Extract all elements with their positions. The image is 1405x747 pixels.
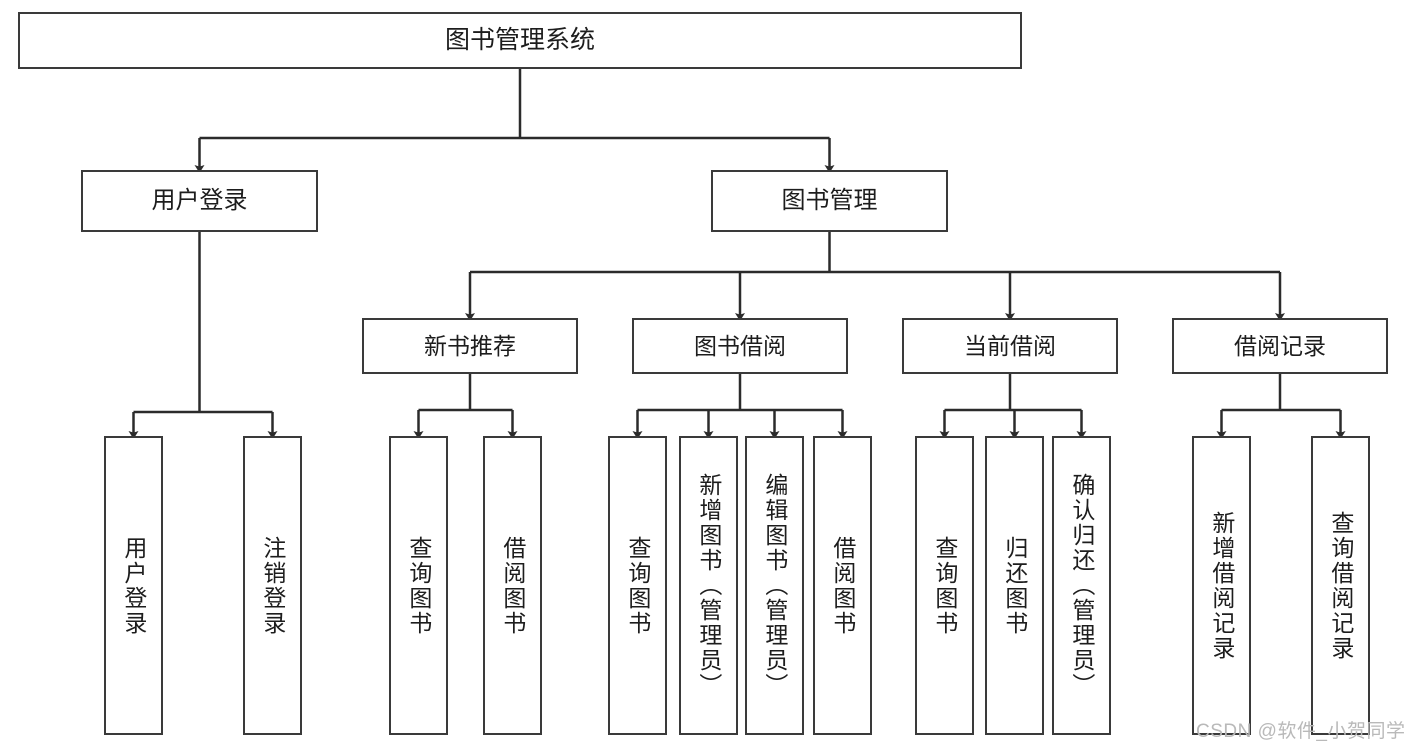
- node-borrow-record[interactable]: 借阅记录: [1172, 318, 1388, 374]
- node-new-book-rec[interactable]: 新书推荐: [362, 318, 578, 374]
- node-current-borrow[interactable]: 当前借阅: [902, 318, 1118, 374]
- leaf-user-logout[interactable]: 注销登录: [243, 436, 302, 735]
- node-current-borrow-label: 当前借阅: [964, 332, 1056, 359]
- node-root-label: 图书管理系统: [444, 25, 595, 54]
- leaf-user-login[interactable]: 用户登录: [104, 436, 163, 735]
- node-borrow-record-label: 借阅记录: [1234, 332, 1326, 359]
- leaf-add-record[interactable]: 新增借阅记录: [1192, 436, 1251, 735]
- leaf-query-book-rec[interactable]: 查询图书: [389, 436, 448, 735]
- leaf-add-record-label: 新增借阅记录: [1208, 510, 1235, 661]
- leaf-borrow-book-label: 借阅图书: [829, 535, 856, 636]
- csdn-watermark: CSDN @软件_小贺同学: [1196, 721, 1405, 742]
- leaf-return-book-label: 归还图书: [1001, 535, 1028, 636]
- leaf-query-book-cur[interactable]: 查询图书: [915, 436, 974, 735]
- node-new-book-rec-label: 新书推荐: [424, 332, 516, 359]
- node-book-borrow[interactable]: 图书借阅: [632, 318, 848, 374]
- leaf-user-logout-label: 注销登录: [259, 535, 286, 636]
- leaf-add-book[interactable]: 新增图书（管理员）: [679, 436, 738, 735]
- leaf-borrow-book[interactable]: 借阅图书: [813, 436, 872, 735]
- node-book-manage-label: 图书管理: [781, 187, 878, 214]
- leaf-add-book-label: 新增图书（管理员）: [695, 473, 722, 698]
- leaf-query-book-borrow[interactable]: 查询图书: [608, 436, 667, 735]
- node-book-borrow-label: 图书借阅: [694, 332, 786, 359]
- leaf-confirm-return[interactable]: 确认归还（管理员）: [1052, 436, 1111, 735]
- leaf-borrow-book-rec[interactable]: 借阅图书: [483, 436, 542, 735]
- leaf-query-book-rec-label: 查询图书: [405, 535, 432, 636]
- leaf-query-record-label: 查询借阅记录: [1327, 510, 1354, 661]
- leaf-query-book-borrow-label: 查询图书: [624, 535, 651, 636]
- leaf-query-book-cur-label: 查询图书: [931, 535, 958, 636]
- leaf-confirm-return-label: 确认归还（管理员）: [1068, 473, 1095, 698]
- node-root[interactable]: 图书管理系统: [18, 12, 1022, 69]
- leaf-user-login-label: 用户登录: [120, 535, 147, 636]
- node-book-manage[interactable]: 图书管理: [711, 170, 948, 232]
- leaf-return-book[interactable]: 归还图书: [985, 436, 1044, 735]
- node-user-login[interactable]: 用户登录: [81, 170, 318, 232]
- leaf-borrow-book-rec-label: 借阅图书: [499, 535, 526, 636]
- leaf-edit-book-label: 编辑图书（管理员）: [761, 473, 788, 698]
- leaf-query-record[interactable]: 查询借阅记录: [1311, 436, 1370, 735]
- leaf-edit-book[interactable]: 编辑图书（管理员）: [745, 436, 804, 735]
- node-user-login-label: 用户登录: [151, 187, 248, 214]
